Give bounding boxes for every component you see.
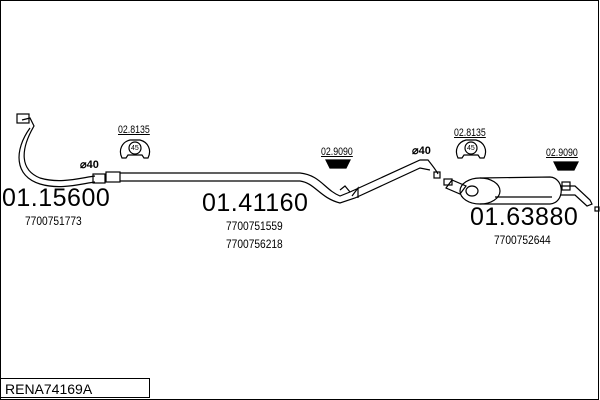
rear-silencer-drawing: [443, 176, 600, 212]
middle-pipe-drawing: [120, 159, 441, 204]
hanger-1-drawing: [325, 159, 351, 169]
front-pipe-drawing: [16, 113, 121, 188]
oem-ref: 7700751559: [226, 219, 283, 233]
fitting-ref[interactable]: 02.8135: [118, 124, 150, 136]
fitting-ref[interactable]: 02.9090: [546, 147, 578, 159]
part-number[interactable]: 01.15600: [2, 184, 111, 212]
fitting-ref[interactable]: 02.9090: [321, 146, 353, 158]
diameter-label: ⌀40: [412, 145, 431, 157]
hanger-2-drawing: [553, 161, 579, 171]
oem-ref: 7700751773: [25, 214, 82, 228]
oem-ref: 7700756218: [226, 237, 283, 251]
diameter-label: ⌀40: [80, 159, 99, 171]
part-number[interactable]: 01.63880: [470, 203, 579, 231]
diagram-code: RENA74169A: [0, 378, 150, 398]
fitting-ref[interactable]: 02.8135: [454, 127, 486, 139]
part-number[interactable]: 01.41160: [202, 189, 309, 217]
clamp-1-drawing: [119, 139, 151, 159]
oem-ref: 7700752644: [494, 233, 551, 247]
clamp-badge: 45: [131, 145, 139, 152]
clamp-badge: 45: [467, 145, 475, 152]
clamp-2-drawing: [455, 139, 487, 159]
